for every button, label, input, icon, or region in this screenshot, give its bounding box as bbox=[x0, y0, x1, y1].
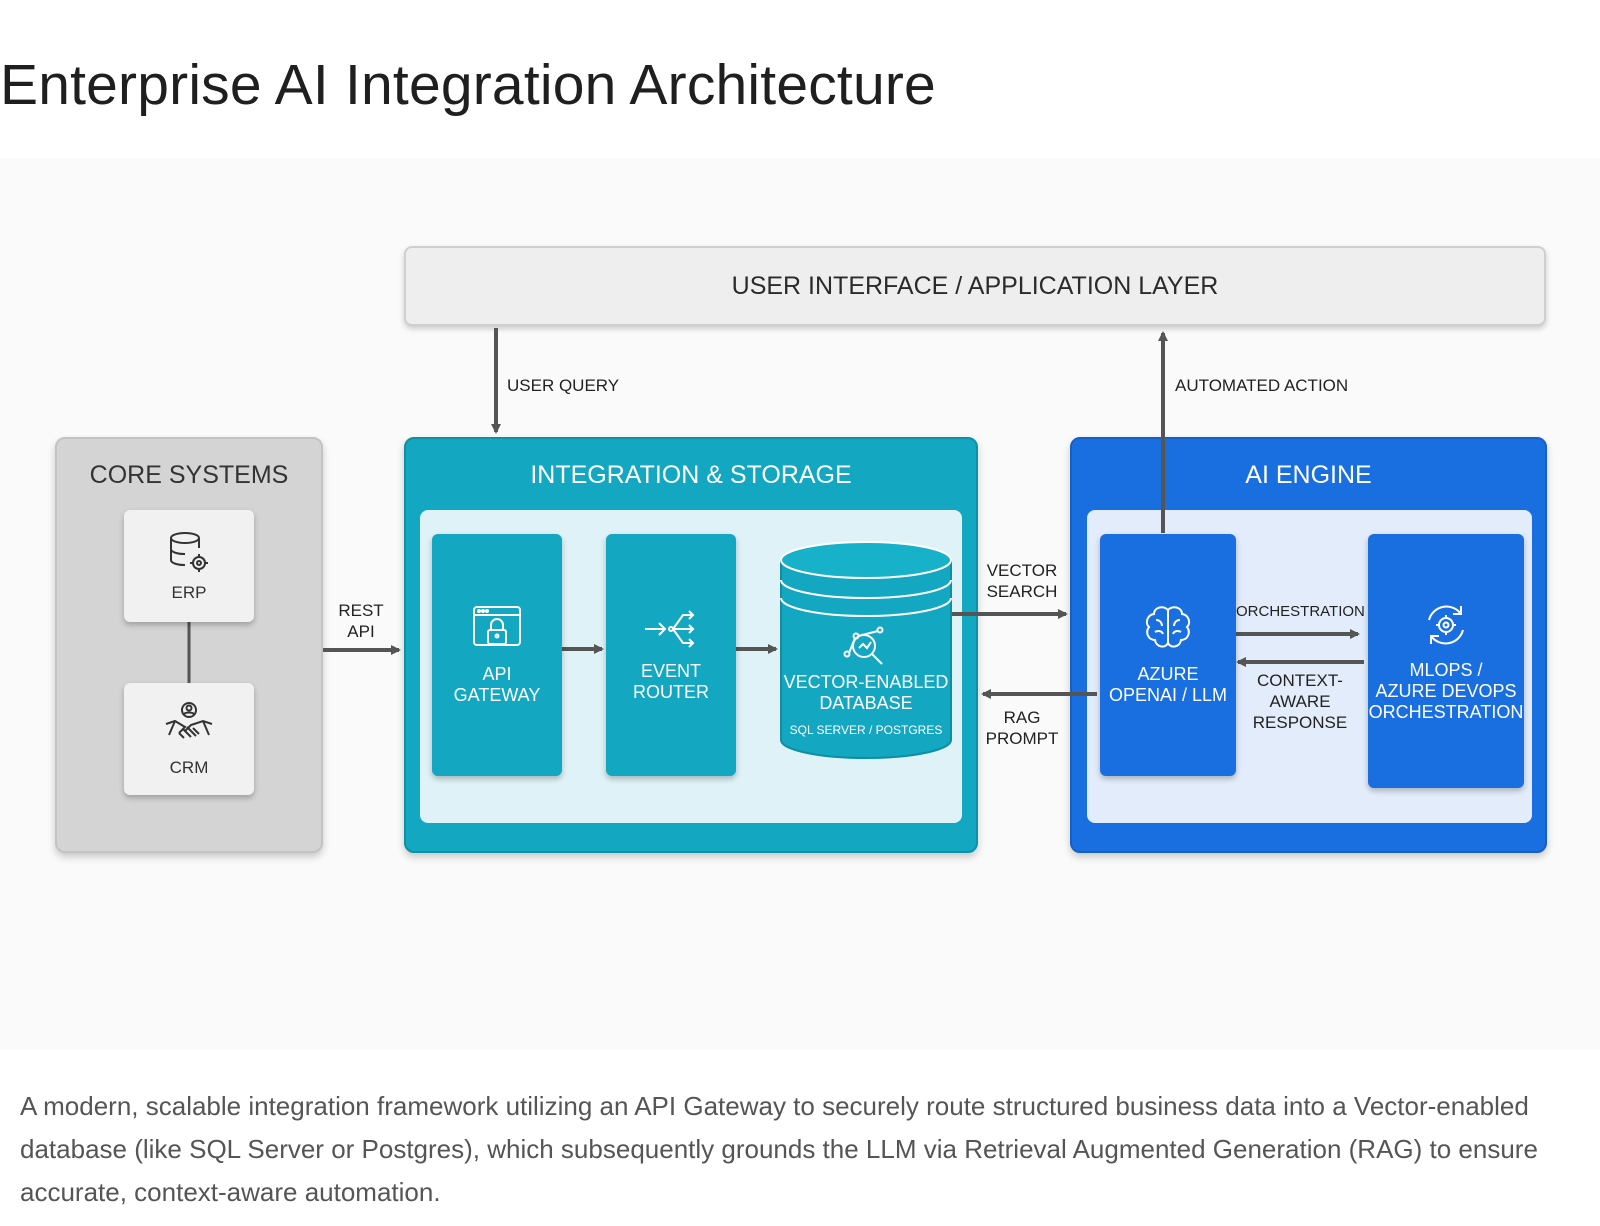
api-gateway-box: API GATEWAY bbox=[432, 534, 562, 776]
context-response-label-3: RESPONSE bbox=[1252, 713, 1348, 732]
rag-prompt-label: RAG PROMPT bbox=[982, 707, 1062, 749]
ui-layer-bar: USER INTERFACE / APPLICATION LAYER bbox=[404, 246, 1546, 326]
event-router-label-2: ROUTER bbox=[633, 682, 709, 702]
erp-card: ERP bbox=[124, 510, 254, 622]
orchestration-label: ORCHESTRATION bbox=[1236, 603, 1365, 620]
rest-api-label: REST API bbox=[336, 600, 386, 642]
crm-card: CRM bbox=[124, 683, 254, 795]
vector-search-label-2: SEARCH bbox=[986, 582, 1058, 601]
erp-label: ERP bbox=[171, 583, 207, 602]
figure-caption: A modern, scalable integration framework… bbox=[20, 1091, 1538, 1207]
vector-db-label-2: DATABASE bbox=[819, 692, 913, 713]
api-gateway-label-1: API bbox=[482, 664, 512, 684]
core-systems-title: CORE SYSTEMS bbox=[89, 461, 289, 489]
azure-openai-box: AZURE OPENAI / LLM bbox=[1100, 534, 1236, 776]
rag-prompt-label-2: PROMPT bbox=[985, 729, 1059, 748]
cycle-gear-icon bbox=[1428, 605, 1464, 644]
vector-search-icon bbox=[843, 626, 884, 665]
mlops-box: MLOPS / AZURE DEVOPS ORCHESTRATION bbox=[1368, 534, 1524, 788]
rest-api-label-1: REST bbox=[338, 601, 384, 620]
azure-openai-label-1: AZURE bbox=[1137, 664, 1199, 684]
rest-api-label-2: API bbox=[347, 622, 375, 641]
database-gear-icon bbox=[170, 532, 208, 572]
automated-action-label: AUTOMATED ACTION bbox=[1175, 376, 1349, 395]
lock-window-icon bbox=[473, 606, 521, 646]
page-title: Enterprise AI Integration Architecture bbox=[0, 53, 936, 117]
mlops-label-3: ORCHESTRATION bbox=[1368, 701, 1524, 722]
mlops-label-1: MLOPS / bbox=[1409, 659, 1483, 680]
integration-storage-title: INTEGRATION & STORAGE bbox=[530, 461, 852, 489]
vector-search-label: VECTOR SEARCH bbox=[982, 560, 1062, 602]
vector-db-box: VECTOR-ENABLED DATABASE SQL SERVER / POS… bbox=[781, 612, 951, 752]
user-query-label: USER QUERY bbox=[507, 376, 620, 395]
event-router-box: EVENT ROUTER bbox=[606, 534, 736, 776]
event-router-label-1: EVENT bbox=[640, 661, 701, 681]
vector-db-sublabel: SQL SERVER / POSTGRES bbox=[789, 722, 943, 737]
vector-db-label-1: VECTOR-ENABLED bbox=[783, 671, 949, 692]
ui-layer-label: USER INTERFACE / APPLICATION LAYER bbox=[731, 271, 1219, 300]
azure-openai-label-2: OPENAI / LLM bbox=[1108, 685, 1228, 705]
handshake-icon bbox=[165, 702, 213, 739]
router-arrows-icon bbox=[645, 610, 695, 648]
crm-label: CRM bbox=[169, 758, 209, 777]
rag-prompt-label-1: RAG bbox=[1003, 708, 1041, 727]
context-response-label-2: AWARE bbox=[1269, 692, 1331, 711]
mlops-label-2: AZURE DEVOPS bbox=[1375, 680, 1517, 701]
vector-search-label-1: VECTOR bbox=[986, 561, 1058, 580]
api-gateway-label-2: GATEWAY bbox=[453, 685, 541, 705]
brain-icon bbox=[1145, 606, 1191, 648]
ai-engine-title: AI ENGINE bbox=[1245, 461, 1372, 489]
context-response-label: CONTEXT- AWARE RESPONSE bbox=[1248, 670, 1352, 733]
context-response-label-1: CONTEXT- bbox=[1257, 671, 1343, 690]
